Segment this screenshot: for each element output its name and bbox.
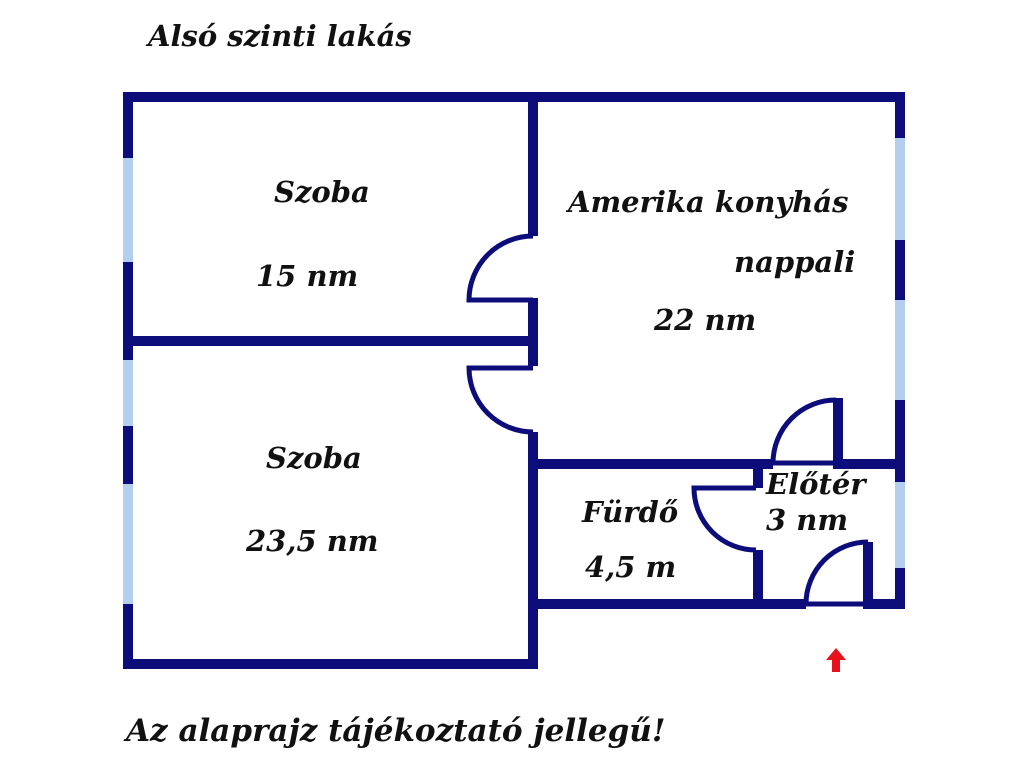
walls [123,92,905,669]
door-living-hall [770,397,837,466]
doors [466,233,869,607]
hall-name: Előtér [766,467,866,501]
door-room1 [466,233,534,303]
plan-title: Alsó szinti lakás [148,19,412,53]
bathroom-area: 4,5 m [585,550,677,584]
room2-area: 23,5 nm [246,524,379,558]
living-area: 22 nm [654,303,757,337]
room1-area: 15 nm [256,259,359,293]
room2-name: Szoba [266,441,362,475]
living-name-line2: nappali [734,245,856,279]
hall-area: 3 nm [766,503,849,537]
door-entrance [803,539,869,607]
windows [123,138,905,604]
living-name-line1: Amerika konyhás [568,185,849,219]
bathroom-name: Fürdő [582,495,679,529]
door-bathroom [691,485,757,553]
entrance-arrow-icon [826,648,846,672]
door-room2 [466,365,534,435]
room1-name: Szoba [274,175,370,209]
disclaimer-note: Az alaprajz tájékoztató jellegű! [126,713,666,749]
